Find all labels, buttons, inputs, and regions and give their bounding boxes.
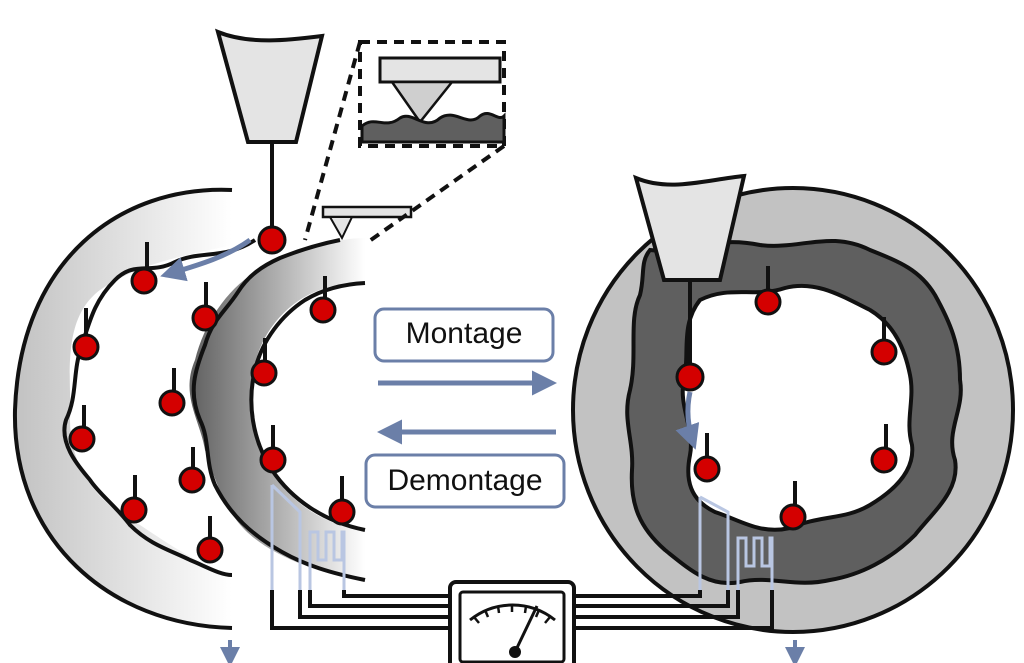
bead (754, 288, 782, 316)
electrodes-right (698, 495, 774, 590)
wires (270, 590, 774, 630)
bead (191, 304, 219, 332)
right-assembled-pore (571, 173, 1015, 663)
bead (178, 466, 206, 494)
right-beads (693, 266, 898, 531)
bead (158, 389, 186, 417)
right-pore-hole (680, 283, 915, 532)
bead (870, 446, 898, 474)
cantilever-tip-icon (321, 205, 413, 241)
bead (779, 503, 807, 531)
bead (130, 267, 158, 295)
left-beads (68, 242, 356, 564)
bead (259, 446, 287, 474)
electrodes-left (270, 483, 346, 590)
afm-probe-icon (215, 28, 325, 255)
bead (309, 296, 337, 324)
bead (328, 498, 356, 526)
bead (693, 455, 721, 483)
bead (870, 338, 898, 366)
zoom-inset (303, 40, 506, 244)
left-disassembled-pore (12, 28, 506, 663)
meter-needle (513, 605, 539, 653)
bead (68, 425, 96, 453)
pull-arrow (160, 237, 252, 282)
bead (250, 359, 278, 387)
afm-probe-icon (632, 173, 747, 392)
montage-label: Montage (406, 317, 523, 350)
montage-label-box: Montage (373, 307, 555, 363)
insert-arrow (675, 391, 700, 450)
bead (72, 333, 100, 361)
voltmeter-icon (448, 580, 576, 663)
demontage-label: Demontage (387, 464, 542, 497)
bead (120, 496, 148, 524)
bead (196, 536, 224, 564)
left-outer-ring (14, 189, 233, 628)
demontage-label-box: Demontage (364, 453, 566, 509)
left-inner-ring (189, 238, 365, 580)
